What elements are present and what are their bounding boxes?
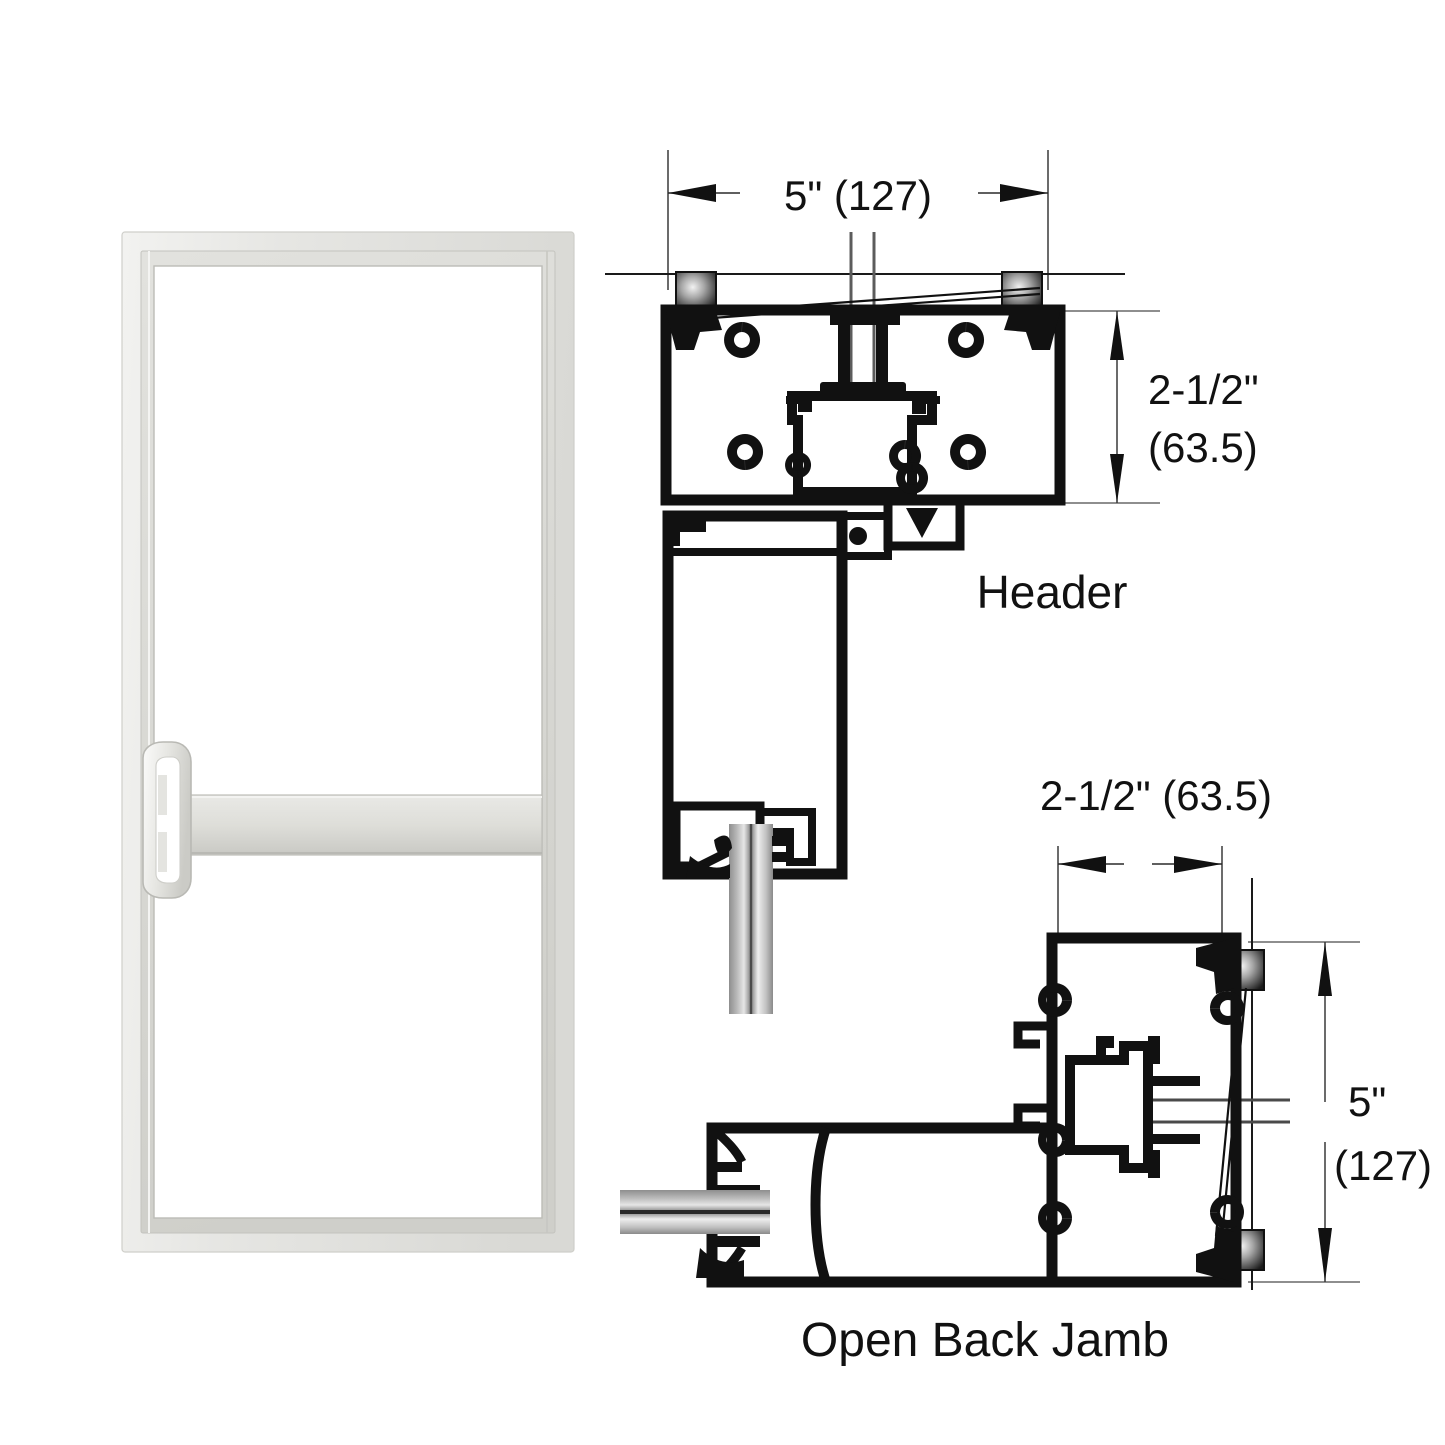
rail-to-pivot-link xyxy=(838,512,892,560)
jamb-rod-plate-b xyxy=(1152,1134,1200,1144)
jamb-arrowhead-left xyxy=(1058,856,1106,873)
closer-tab-right xyxy=(912,396,940,414)
jamb-open-back-leg-top xyxy=(1013,1021,1052,1049)
open-back-jamb-drawing: 2-1/2" (63.5) 5" (127) xyxy=(620,772,1432,1367)
arrowhead-top xyxy=(1110,311,1124,360)
door-stile-section xyxy=(620,1122,1058,1288)
rail-fastener xyxy=(849,527,867,545)
dimension-label-jamb-height-mm: (127) xyxy=(1334,1142,1432,1189)
gasket-right-b xyxy=(772,852,790,862)
stile-gasket-top-a xyxy=(714,1162,742,1172)
dimension-label-jamb-width: 2-1/2" (63.5) xyxy=(1040,772,1272,819)
jamb-channel-tab-b xyxy=(1148,1036,1160,1064)
jamb-rod-plate-a xyxy=(1152,1076,1200,1086)
pivot-arrow-icon xyxy=(906,508,938,538)
door-elevation xyxy=(121,231,575,1253)
arrowhead-right xyxy=(1000,184,1048,202)
arrowhead-bottom xyxy=(1110,454,1124,503)
stile-glazing-leg-top xyxy=(709,1124,747,1165)
handle-post-bottom xyxy=(158,832,167,872)
door-pull-handle[interactable] xyxy=(142,741,192,899)
closer-boss-right-lower xyxy=(896,462,929,494)
jamb-boss-right-top xyxy=(1210,991,1244,1026)
jamb-closer-channel xyxy=(1065,1041,1153,1173)
jamb-channel-tab-a xyxy=(1096,1036,1114,1062)
gasket-bottom xyxy=(686,856,730,878)
jamb-hook-top xyxy=(1196,938,1234,994)
screw-boss-top-left xyxy=(724,322,761,358)
header-hook-right xyxy=(1004,312,1060,350)
dimension-label-jamb-height-inches: 5" xyxy=(1348,1078,1386,1125)
header-web-top xyxy=(830,313,900,325)
dimension-label-header-depth-mm: (63.5) xyxy=(1148,424,1258,471)
header-section-drawing: 5" (127) 2-1/2" (63.5) xyxy=(605,150,1259,1014)
dimension-header-depth: 2-1/2" (63.5) xyxy=(1055,310,1259,504)
dimension-header-width: 5" (127) xyxy=(667,150,1049,290)
header-web-leg-left xyxy=(838,325,850,383)
handle-post-top xyxy=(158,775,167,815)
jamb-boss-right-bottom xyxy=(1210,1195,1244,1230)
rail-hook-top-left xyxy=(668,520,706,546)
dimension-jamb-width: 2-1/2" (63.5) xyxy=(1040,772,1272,952)
screw-boss-bottom-right xyxy=(950,434,987,470)
door-top-rail-tube xyxy=(662,510,848,880)
jamb-anchor-rods xyxy=(1150,1098,1290,1124)
dimension-label-header-width: 5" (127) xyxy=(784,172,932,219)
header-weatherstrip-left xyxy=(675,271,717,311)
glass-panel-header-view xyxy=(729,824,773,1014)
jamb-channel-tab-c xyxy=(1148,1150,1160,1178)
screw-boss-bottom-mid xyxy=(785,452,812,478)
door-mid-rail xyxy=(153,794,543,856)
caption-header: Header xyxy=(977,566,1128,618)
closer-tab-left xyxy=(786,396,812,412)
stile-nose-curve xyxy=(810,1126,831,1284)
door-glass-opening xyxy=(153,265,543,1219)
stile-gasket-bottom-a xyxy=(696,1248,744,1278)
gasket-left xyxy=(714,835,732,856)
jamb-arrowhead-top xyxy=(1318,942,1332,996)
jamb-extrusion-profile xyxy=(1013,932,1244,1288)
stile-gasket-bottom-b xyxy=(716,1236,760,1247)
caption-open-back-jamb: Open Back Jamb xyxy=(801,1314,1169,1367)
jamb-boss-left-top xyxy=(1038,983,1072,1018)
dimension-label-header-depth-inches: 2-1/2" xyxy=(1148,366,1259,413)
screw-boss-top-right xyxy=(948,322,985,358)
header-web-leg-right xyxy=(876,325,888,383)
dimension-jamb-height: 5" (127) xyxy=(1248,941,1432,1283)
header-extrusion-profile xyxy=(660,304,1066,506)
gasket-right-a xyxy=(772,836,790,846)
jamb-hook-bottom xyxy=(1196,1226,1234,1282)
door-top-rail-section xyxy=(662,495,965,1014)
screw-boss-bottom-left xyxy=(727,434,764,470)
header-hook-left xyxy=(666,312,722,350)
arrowhead-left xyxy=(668,184,716,202)
jamb-arrowhead-right xyxy=(1174,856,1222,873)
jamb-arrowhead-bottom xyxy=(1318,1228,1332,1282)
